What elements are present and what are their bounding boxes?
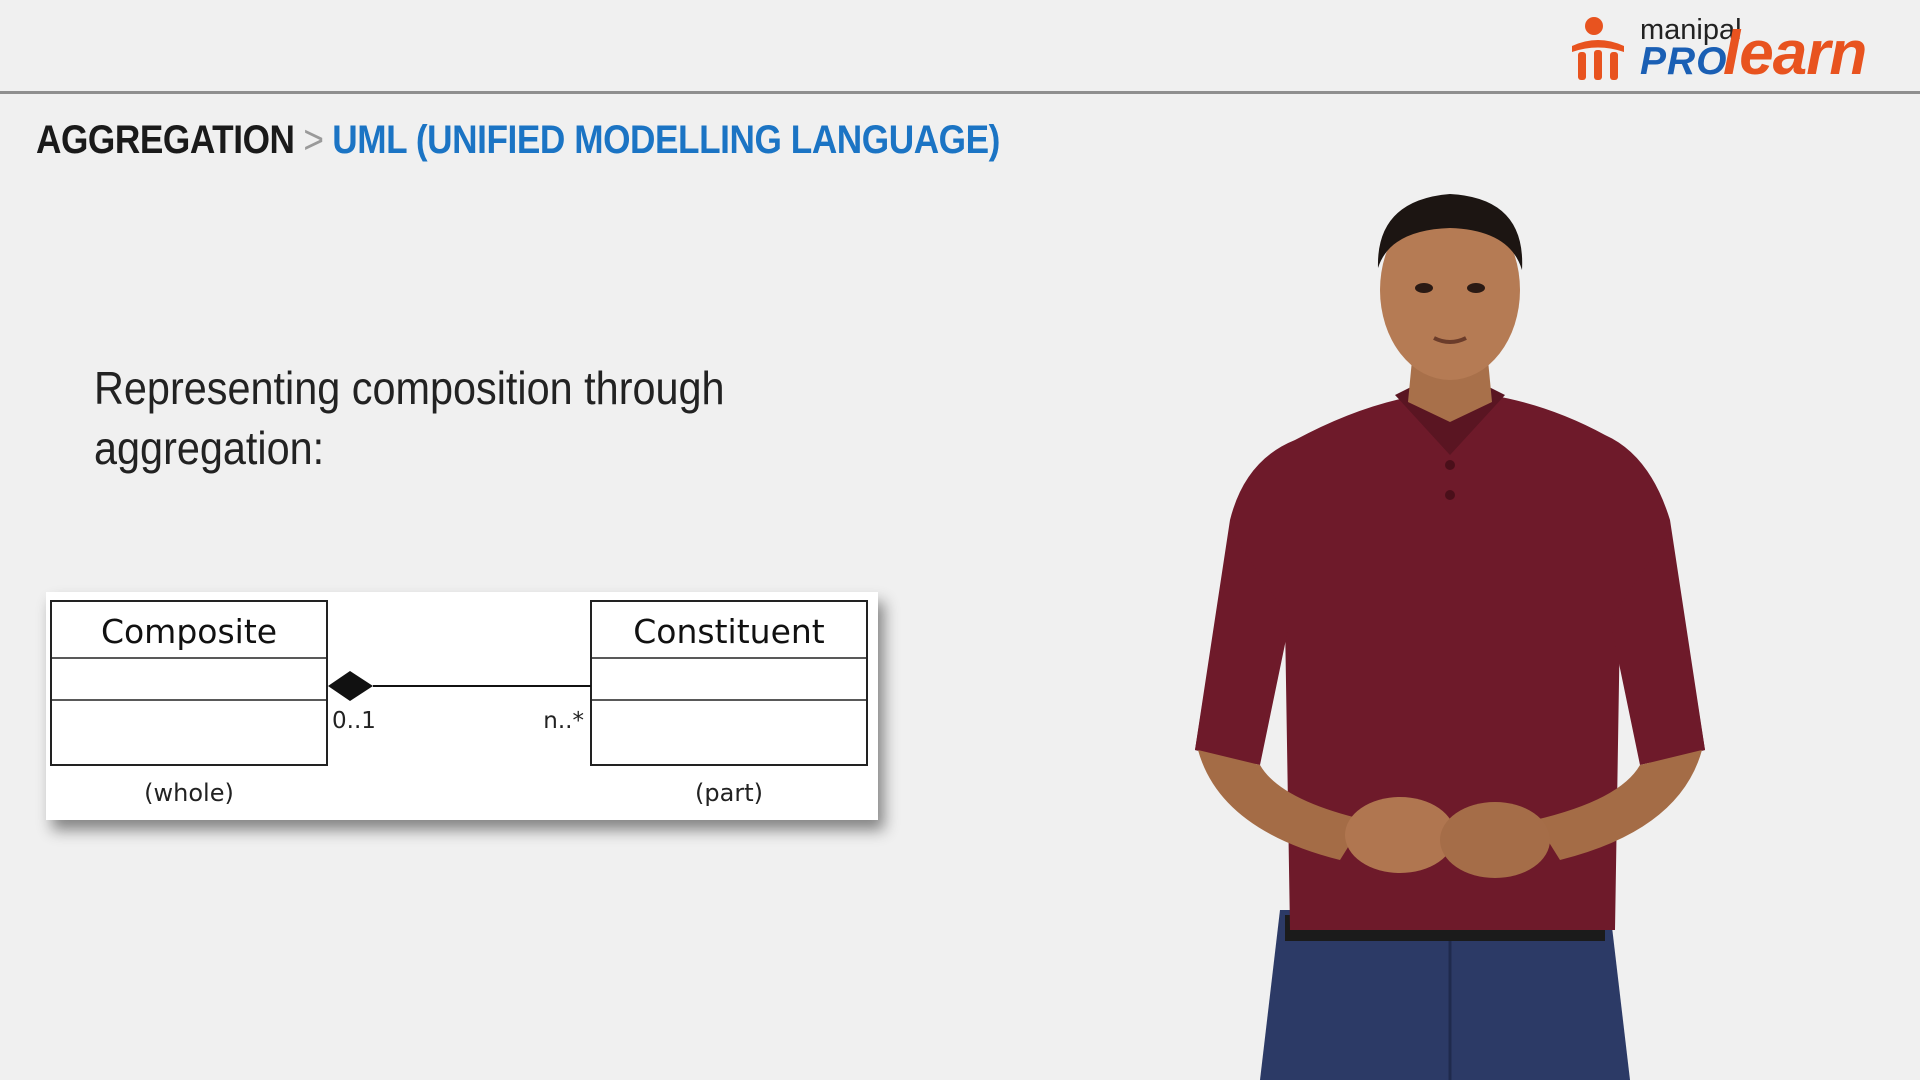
logo-learn-text: learn [1723,19,1867,88]
intro-line-1: Representing composition through [94,362,725,414]
breadcrumb: AGGREGATION>UML (UNIFIED MODELLING LANGU… [36,118,1000,163]
intro-line-2: aggregation: [94,422,325,474]
breadcrumb-separator: > [303,118,324,162]
composition-diamond-icon [328,671,373,701]
breadcrumb-section: AGGREGATION [36,118,295,162]
logo-pro-text: PRO [1640,40,1728,83]
constituent-class-name: Constituent [633,612,825,651]
header-divider [0,91,1920,94]
logo-figure-icon [1572,17,1624,80]
right-multiplicity: n..* [543,708,584,734]
uml-composition-diagram: Composite Constituent 0..1 n..* (whole) … [50,600,868,807]
constituent-class-box: Constituent [590,600,868,766]
slide-intro-text: Representing composition through aggrega… [94,358,778,478]
right-role-label: (part) [695,779,763,807]
left-multiplicity: 0..1 [332,708,376,734]
breadcrumb-topic: UML (UNIFIED MODELLING LANGUAGE) [332,118,1000,162]
composite-class-name: Composite [101,612,277,651]
manipal-prolearn-logo: manipal PRO learn [1568,10,1908,88]
composite-class-box: Composite [50,600,328,766]
logo-manipal-text: manipal [1640,14,1742,46]
presenter-image [1195,194,1705,1080]
left-role-label: (whole) [144,779,234,807]
uml-diagram-card: Composite Constituent 0..1 n..* (whole) … [46,592,878,820]
